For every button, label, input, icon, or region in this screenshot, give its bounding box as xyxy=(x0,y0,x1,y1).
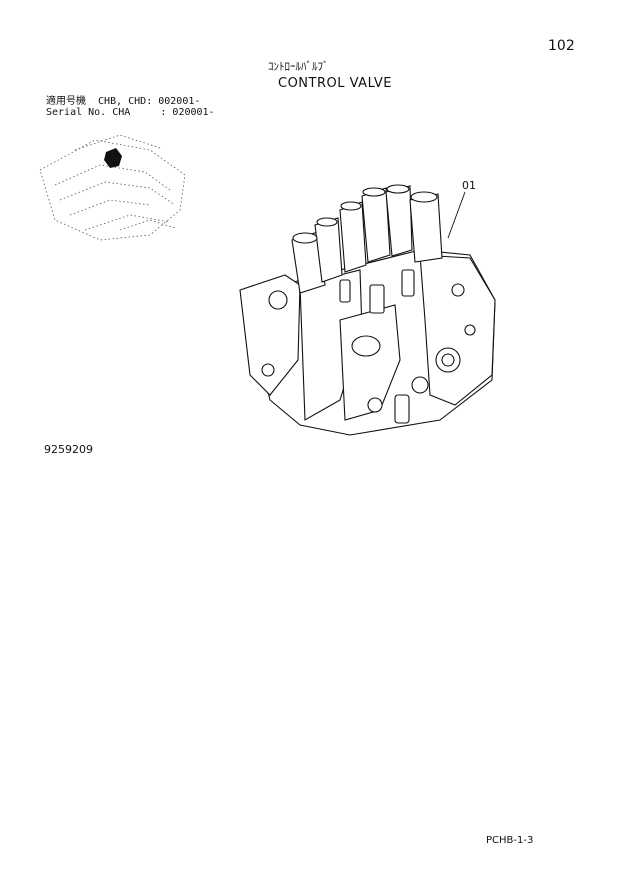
locator-highlight-marker xyxy=(104,148,122,168)
page-number: 102 xyxy=(548,38,575,54)
serial-applicability-english: Serial No. CHA : 020001- xyxy=(46,107,215,118)
part-callout-label: 01 xyxy=(462,179,476,192)
title-english: CONTROL VALVE xyxy=(278,76,392,91)
callout-leader-line xyxy=(447,191,466,239)
serial-applicability-japanese: 適用号機 CHB, CHD: 002001- xyxy=(46,96,201,107)
title-japanese: ｺﾝﾄﾛｰﾙﾊﾞﾙﾌﾞ xyxy=(268,60,329,73)
drawing-number: 9259209 xyxy=(44,443,93,456)
page-code: PCHB-1-3 xyxy=(486,835,534,846)
